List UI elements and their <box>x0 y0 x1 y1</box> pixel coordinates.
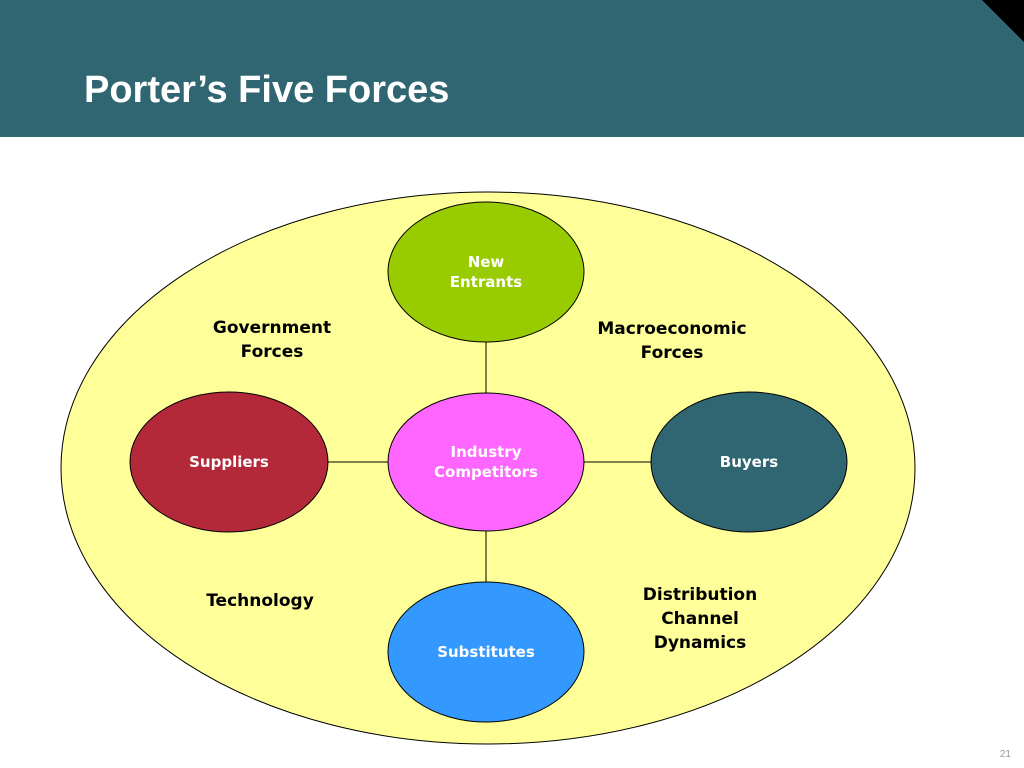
title-bar: Porter’s Five Forces <box>0 0 1024 137</box>
buyers-label: Buyers <box>719 453 779 471</box>
page-number: 21 <box>999 749 1011 760</box>
new-entrants-label: New Entrants <box>449 253 523 291</box>
industry-competitors-node <box>387 392 585 532</box>
industry-competitors-label: Industry Competitors <box>434 443 538 481</box>
slide-title: Porter’s Five Forces <box>84 69 450 111</box>
government-forces-label: Government Forces <box>212 318 332 362</box>
corner-triangle <box>982 0 1024 42</box>
suppliers-node <box>129 391 329 533</box>
technology-label: Technology <box>206 591 314 611</box>
buyers-node <box>650 391 848 533</box>
suppliers-label: Suppliers <box>189 453 269 471</box>
macroeconomic-forces-label: Macroeconomic Forces <box>597 319 747 363</box>
distribution-channel-label: Distribution Channel Dynamics <box>642 585 758 653</box>
new-entrants-node <box>387 201 585 343</box>
substitutes-node <box>387 581 585 723</box>
substitutes-label: Substitutes <box>437 643 535 661</box>
